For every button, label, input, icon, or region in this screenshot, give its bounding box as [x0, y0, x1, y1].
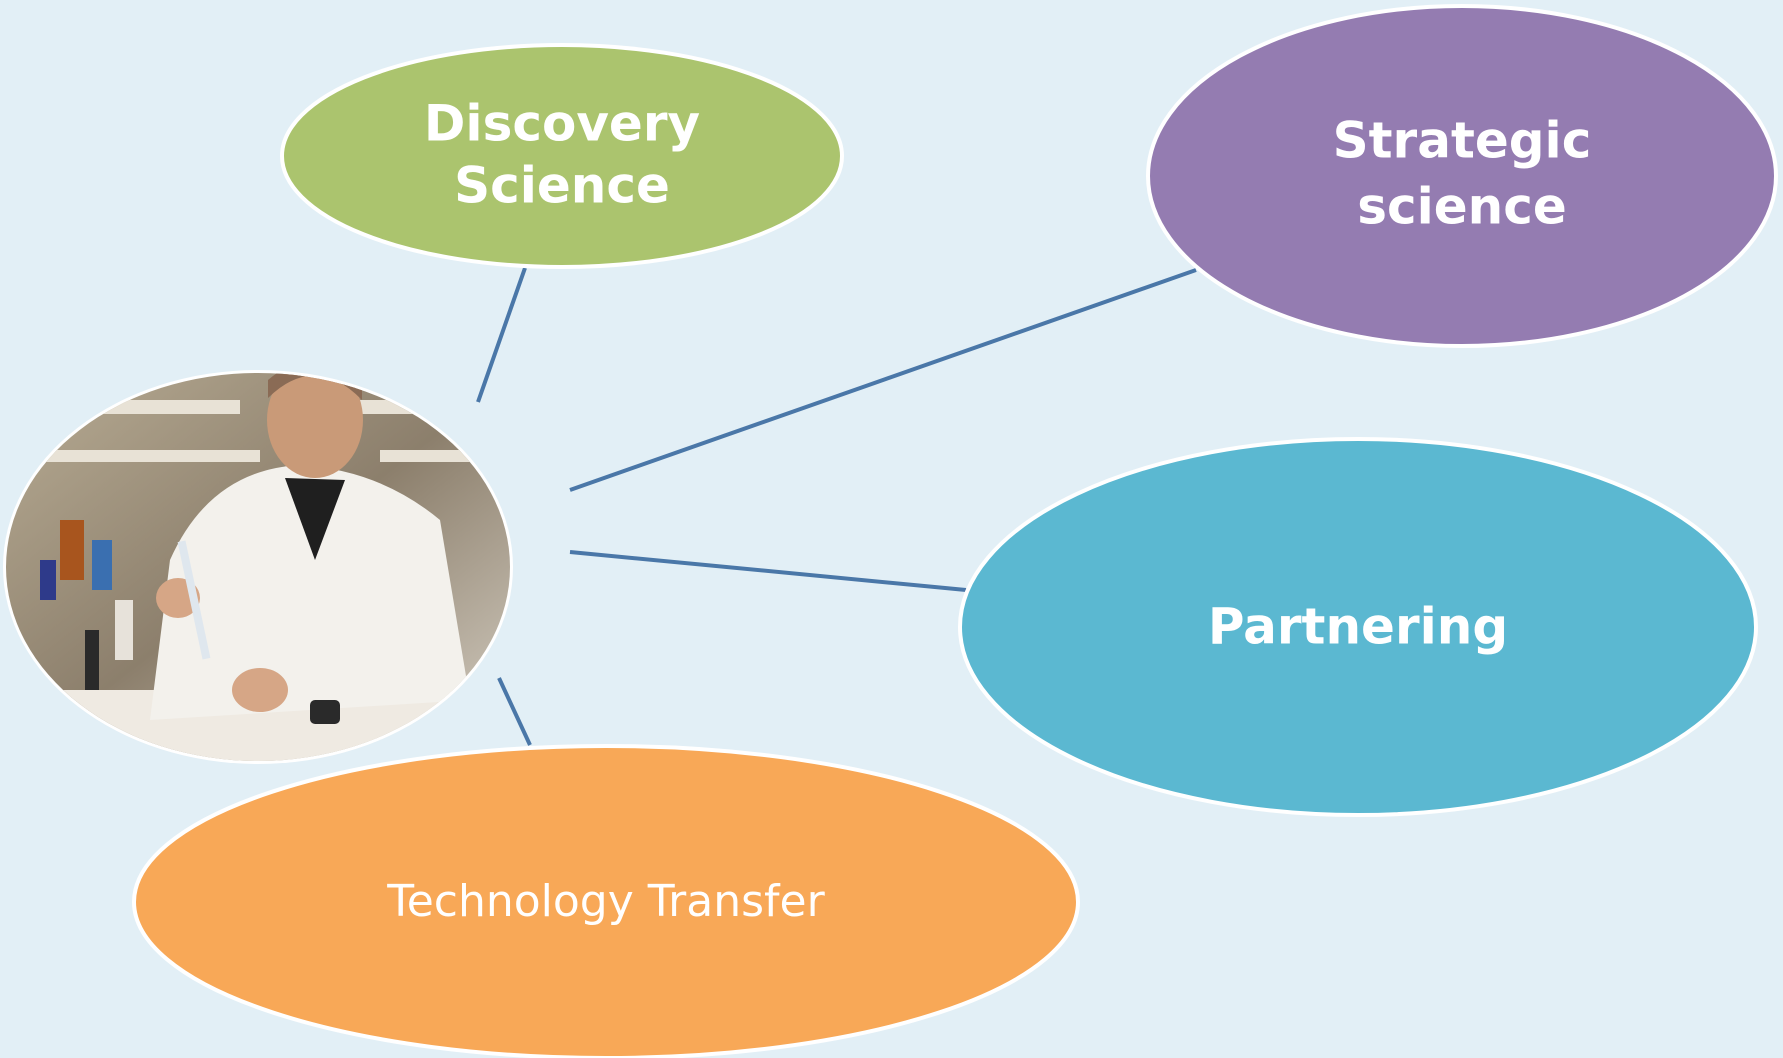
node-partnering: Partnering — [958, 437, 1758, 817]
connector-technology — [497, 677, 532, 746]
discovery-line-2: Science — [454, 157, 670, 215]
connectors — [476, 267, 1197, 746]
scientist-in-lab-photo — [6, 373, 510, 761]
center-photo — [3, 370, 513, 764]
partnering-label: Partnering — [1208, 598, 1508, 656]
node-discovery-science: Discovery Science — [280, 43, 844, 269]
technology-transfer-label: Technology Transfer — [386, 876, 825, 927]
discovery-line-1: Discovery — [424, 95, 700, 153]
strategic-line-2: science — [1357, 178, 1567, 236]
strategic-line-1: Strategic — [1333, 112, 1592, 170]
node-technology-transfer: Technology Transfer — [132, 744, 1080, 1058]
connector-discovery — [476, 267, 527, 403]
connector-strategic — [569, 268, 1197, 492]
node-strategic-science: Strategic science — [1146, 4, 1778, 348]
connector-partnering — [569, 550, 967, 592]
